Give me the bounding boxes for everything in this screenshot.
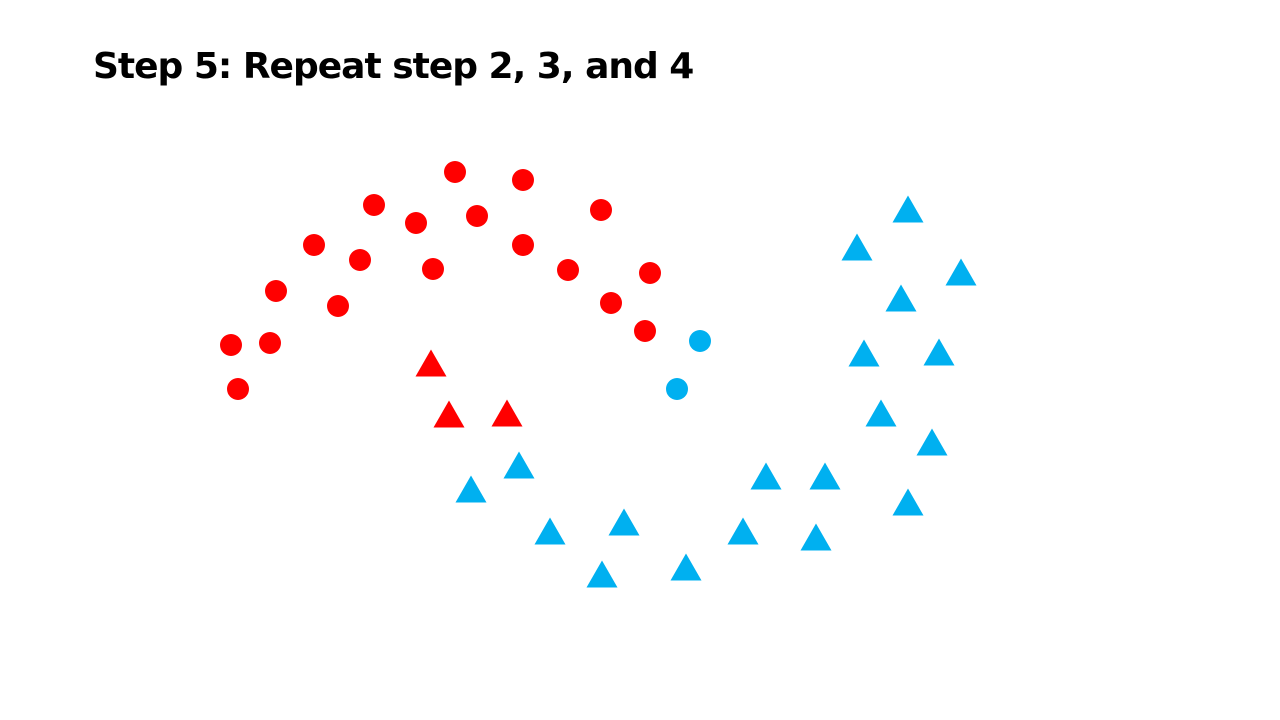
blue-triangle-point [892,195,924,223]
red-circle-point [557,259,579,281]
red-circle-point [600,292,622,314]
blue-triangle-point [841,233,873,261]
red-circle-point [444,161,466,183]
blue-circle-point [689,330,711,352]
blue-triangle-point [670,553,702,581]
red-circle-point [590,199,612,221]
blue-triangle-point [455,475,487,503]
blue-triangle-point [923,338,955,366]
blue-circle-point [666,378,688,400]
blue-triangle-point [865,399,897,427]
red-circle-point [639,262,661,284]
red-circle-point [265,280,287,302]
blue-triangle-point [892,488,924,516]
red-circle-point [634,320,656,342]
blue-triangle-point [727,517,759,545]
red-circle-point [303,234,325,256]
blue-triangle-point [800,523,832,551]
red-triangle-point [491,399,523,427]
blue-triangle-point [503,451,535,479]
slide-title: Step 5: Repeat step 2, 3, and 4 [93,46,694,87]
blue-triangle-point [750,462,782,490]
blue-triangle-point [916,428,948,456]
red-circle-point [327,295,349,317]
blue-triangle-point [608,508,640,536]
red-circle-point [512,234,534,256]
blue-triangle-point [534,517,566,545]
red-circle-point [422,258,444,280]
red-circle-point [349,249,371,271]
blue-triangle-point [586,560,618,588]
blue-triangle-point [848,339,880,367]
red-circle-point [220,334,242,356]
red-circle-point [363,194,385,216]
red-circle-point [405,212,427,234]
red-circle-point [466,205,488,227]
red-triangle-point [433,400,465,428]
blue-triangle-point [809,462,841,490]
red-triangle-point [415,349,447,377]
blue-triangle-point [945,258,977,286]
red-circle-point [512,169,534,191]
blue-triangle-point [885,284,917,312]
red-circle-point [227,378,249,400]
red-circle-point [259,332,281,354]
